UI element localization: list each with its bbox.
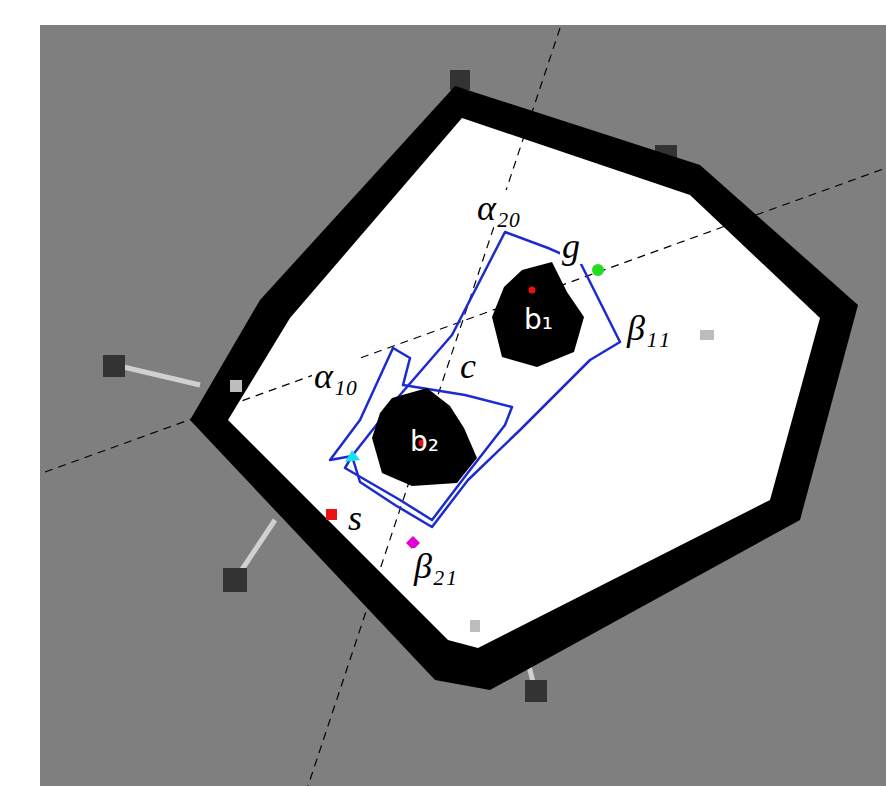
axis-lines: [45, 28, 886, 786]
point-label: s: [346, 500, 364, 536]
map-wall: [190, 86, 858, 690]
obstacle: b₂: [372, 388, 477, 486]
point-label: g: [560, 228, 582, 264]
point-label: c: [458, 348, 478, 384]
obstacle: b₁: [492, 262, 584, 367]
point-label: β₂₁: [412, 548, 459, 584]
start-marker: [345, 450, 360, 462]
start-square: [326, 509, 337, 520]
margin: [0, 0, 40, 786]
point-label: α₁₀: [312, 358, 360, 394]
point-label: α₂₀: [475, 190, 523, 226]
uncertain-cells: [230, 330, 714, 632]
obstacle-label: b₂: [410, 428, 439, 456]
robot-path: [330, 232, 620, 527]
goal-marker: [592, 264, 604, 276]
obstacle-label: b₁: [524, 306, 553, 334]
point-label: β₁₁: [625, 310, 672, 346]
free-space: [228, 118, 820, 648]
margin: [0, 0, 886, 25]
